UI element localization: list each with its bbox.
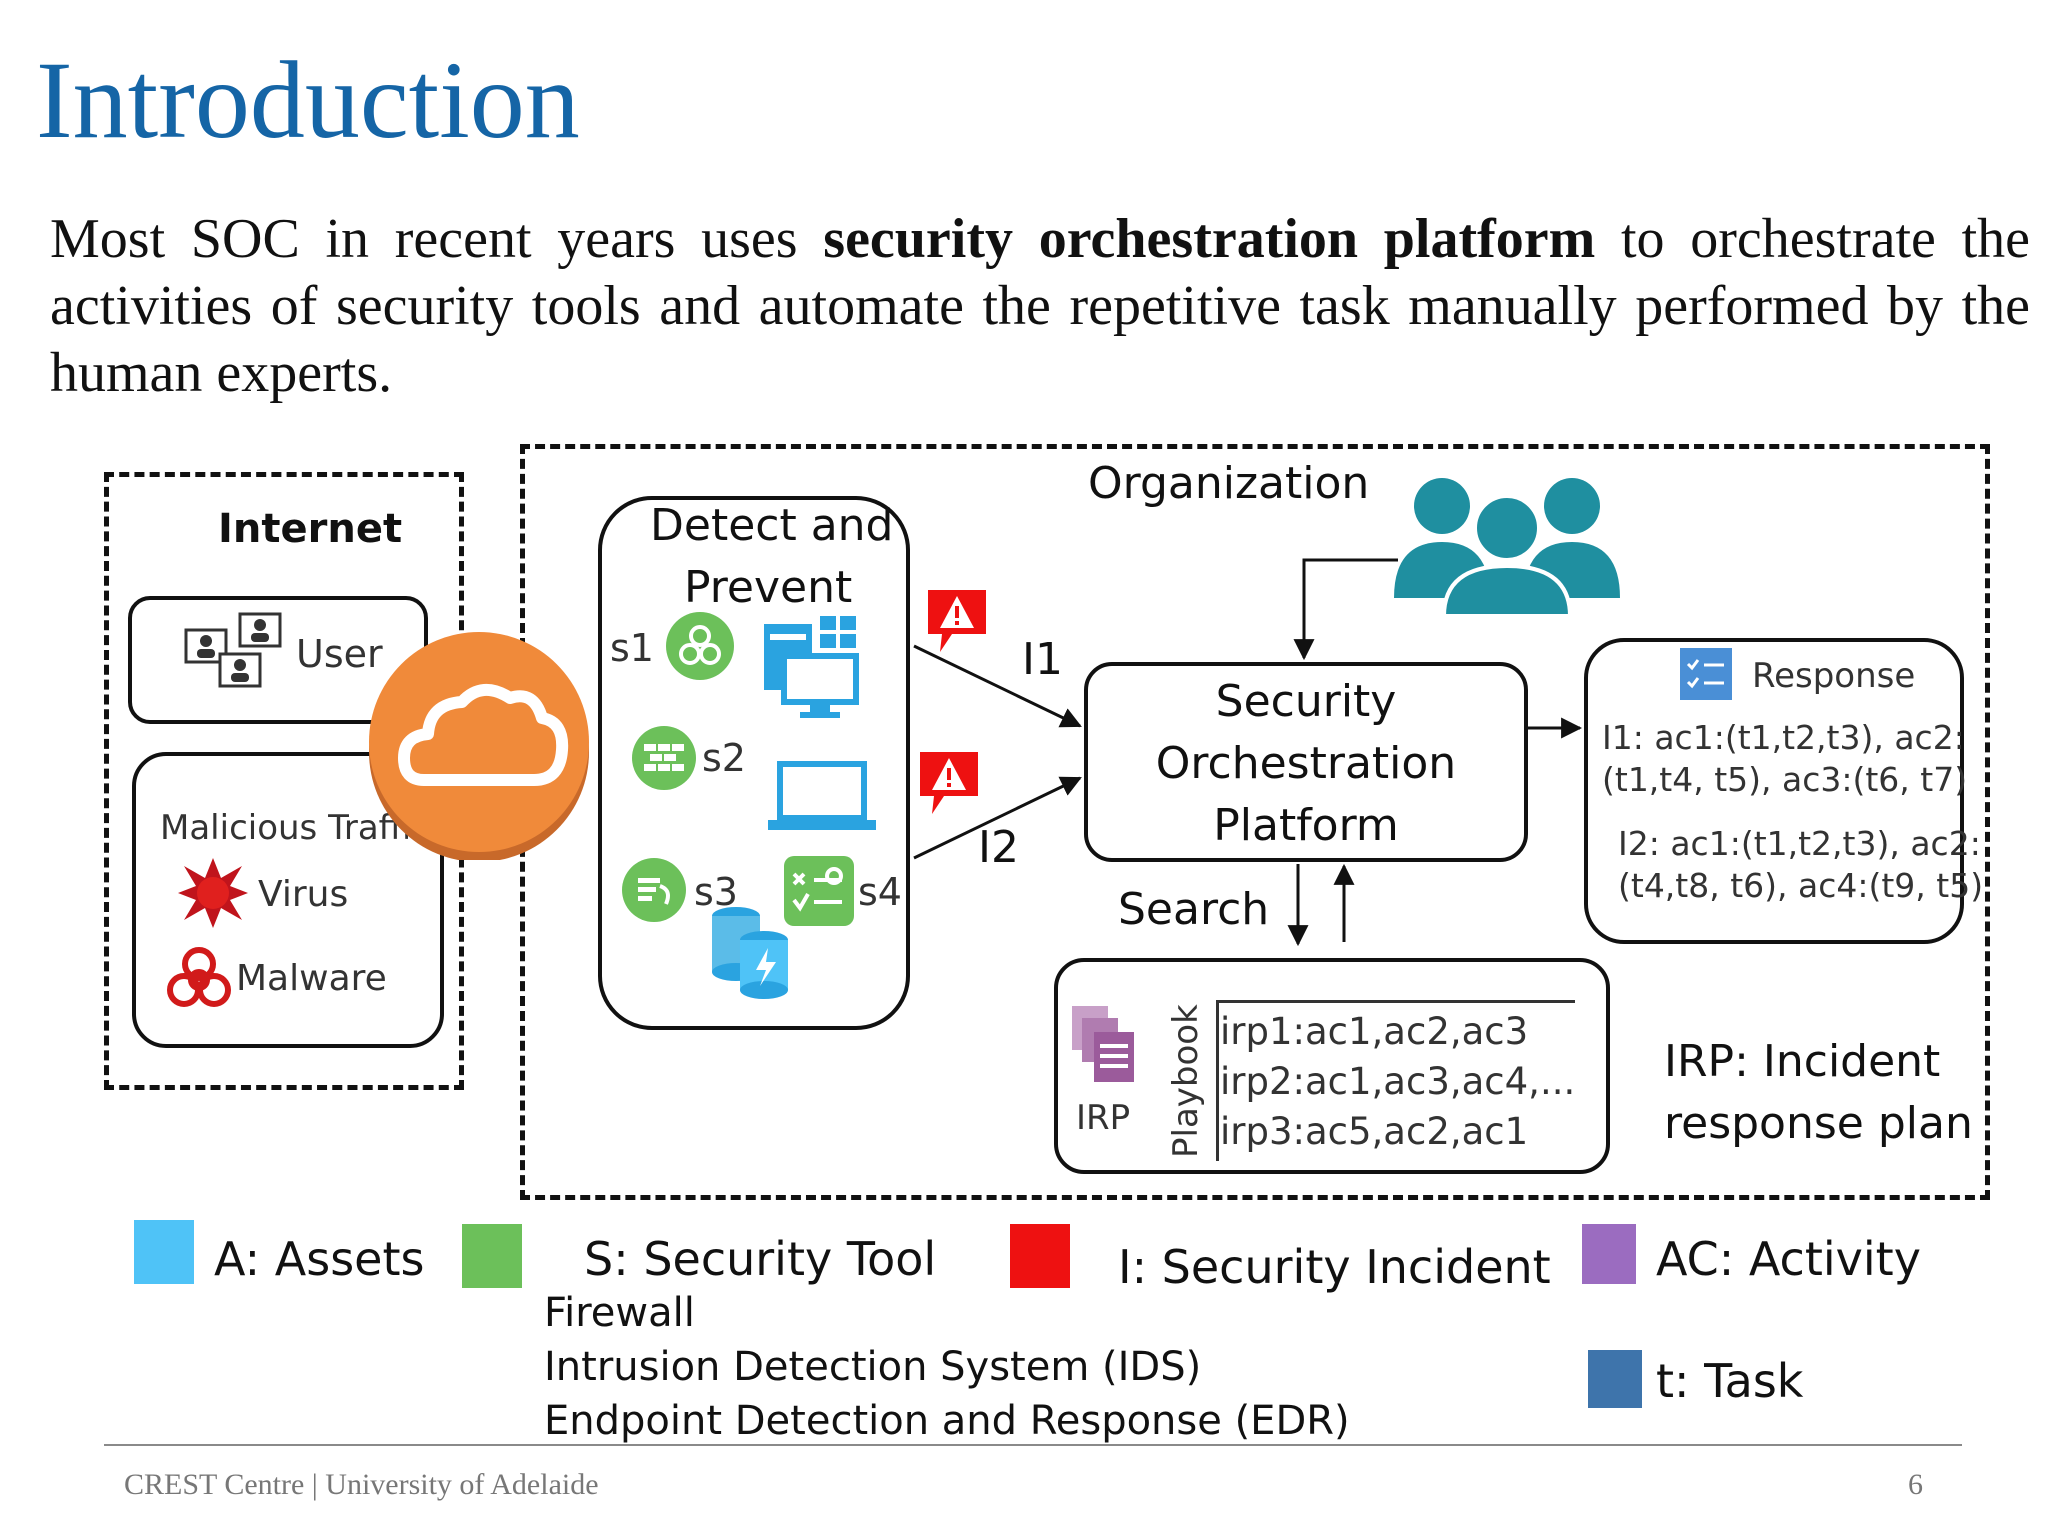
page-number: 6 [1908,1468,1923,1501]
incident-i2-arrow [913,776,1082,860]
firewall-tool-icon [632,726,696,790]
people-to-sop-arrow [1293,558,1398,661]
footer-divider [104,1444,1962,1446]
sop-line2: Orchestration [1155,738,1457,789]
detect-prevent-line2: Prevent [684,562,853,613]
legend-assets-swatch [134,1220,194,1284]
irp-definition-line2: response plan [1664,1098,1973,1149]
laptop-icon [768,761,876,830]
server-monitor-icon [764,616,859,718]
footer-text: CREST Centre | University of Adelaide [124,1468,599,1501]
checklist-icon [1680,648,1732,700]
search-label: Search [1118,884,1270,935]
playbook-line-1: irp1:ac1,ac2,ac3 [1220,1010,1529,1053]
ids-tool-icon [622,858,686,922]
incident-alert-icon-2 [920,752,978,814]
incident-i1-arrow [913,644,1082,728]
response-line-4: (t4,t8, t6), ac4:(t9, t5) [1618,866,1984,905]
incident-i2-label: I2 [978,822,1019,873]
malicious-traffic-label: Malicious Traffic [160,808,408,848]
intro-paragraph: Most SOC in recent years uses security o… [50,206,2030,407]
irp-icon-label: IRP [1076,1098,1131,1138]
playbook-box [1054,958,1610,1174]
incident-i1-label: I1 [1022,634,1063,685]
sop-box [1084,662,1528,862]
organization-label: Organization [1088,458,1370,509]
incident-alert-icon-1 [928,590,986,652]
users-icon [184,612,282,688]
response-line-2: (t1,t4, t5), ac3:(t6, t7) [1602,760,1968,799]
s4-label: s4 [858,870,902,914]
intro-bold-term: security orchestration platform [823,208,1596,270]
playbook-table-border [1216,1000,1575,1161]
s2-label: s2 [702,736,746,780]
detect-prevent-line1: Detect and [650,500,894,551]
legend-security-tool-swatch [462,1224,522,1288]
irp-definition-line1: IRP: Incident [1664,1036,1941,1087]
sop-line3: Platform [1213,800,1399,851]
s3-label: s3 [694,870,738,914]
malware-label: Malware [236,958,387,999]
playbook-line-2: irp2:ac1,ac3,ac4,... [1220,1060,1576,1103]
documents-icon [1072,1006,1134,1082]
s1-label: s1 [610,626,654,670]
virus-label: Virus [258,874,349,915]
legend-task-swatch [1588,1350,1642,1408]
response-line-1: I1: ac1:(t1,t2,t3), ac2: [1602,718,1965,757]
legend-assets-label: A: Assets [214,1232,425,1286]
legend-tool-example-1: Firewall [544,1290,695,1336]
biohazard-tool-icon [666,612,734,680]
legend-activity-swatch [1582,1224,1636,1284]
checklist-tool-icon [784,856,854,926]
malicious-label-clip: Malicious Traffic [160,808,408,848]
intro-text-2: to orchestrate the activities of securit… [50,208,2030,404]
response-line-3: I2: ac1:(t1,t2,t3), ac2: [1618,824,1981,863]
user-label: User [296,632,383,676]
playbook-line-3: irp3:ac5,ac2,ac1 [1220,1110,1529,1153]
internet-label: Internet [218,506,403,552]
people-group-icon [1394,478,1620,616]
response-box [1584,638,1964,944]
legend-security-incident-swatch [1010,1224,1070,1288]
legend-tool-example-3: Endpoint Detection and Response (EDR) [544,1398,1350,1444]
legend-security-incident-label: I: Security Incident [1118,1240,1551,1294]
sop-line1: Security [1215,676,1397,727]
response-title: Response [1752,656,1916,696]
virus-icon [178,858,248,928]
cloud-icon [369,632,589,860]
malware-icon [167,947,231,1007]
legend-tool-example-2: Intrusion Detection System (IDS) [544,1344,1202,1390]
database-icon [712,907,788,999]
page-title: Introduction [36,39,580,161]
legend-security-tool-label: S: Security Tool [584,1232,937,1286]
intro-text-1: Most SOC in recent years uses [50,208,824,270]
legend-task-label: t: Task [1656,1354,1804,1408]
legend-activity-label: AC: Activity [1656,1232,1921,1286]
